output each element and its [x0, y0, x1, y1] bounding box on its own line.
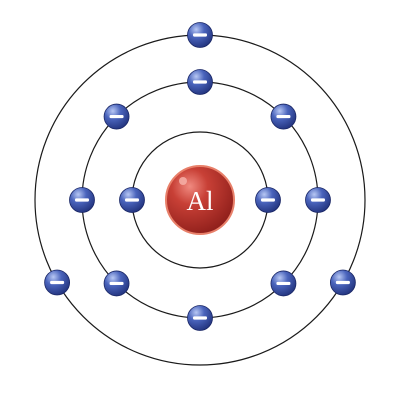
minus-sign-icon — [109, 281, 124, 286]
electrons — [44, 22, 356, 331]
minus-sign-icon — [75, 198, 89, 202]
minus-sign-icon — [193, 33, 207, 37]
minus-sign-icon — [311, 198, 325, 202]
element-symbol-label: Al — [187, 186, 214, 216]
minus-sign-icon — [193, 316, 207, 320]
nucleus: Al — [165, 165, 235, 235]
electron-icon — [69, 187, 95, 213]
electron-icon — [187, 22, 213, 48]
minus-sign-icon — [50, 280, 65, 285]
minus-sign-icon — [109, 114, 124, 119]
electron-icon — [329, 269, 356, 296]
electron-icon — [44, 269, 71, 296]
electron-icon — [305, 187, 331, 213]
electron-icon — [103, 270, 130, 297]
electron-icon — [187, 305, 213, 331]
electron-icon — [270, 270, 297, 297]
minus-sign-icon — [193, 80, 207, 84]
minus-sign-icon — [125, 198, 139, 202]
electron-icon — [187, 69, 213, 95]
electron-icon — [270, 103, 297, 130]
electron-icon — [103, 103, 130, 130]
nucleus-glint — [179, 177, 187, 185]
minus-sign-icon — [276, 114, 291, 119]
minus-sign-icon — [261, 198, 275, 202]
electron-icon — [119, 187, 145, 213]
minus-sign-icon — [335, 280, 350, 285]
electron-icon — [255, 187, 281, 213]
minus-sign-icon — [276, 281, 291, 286]
